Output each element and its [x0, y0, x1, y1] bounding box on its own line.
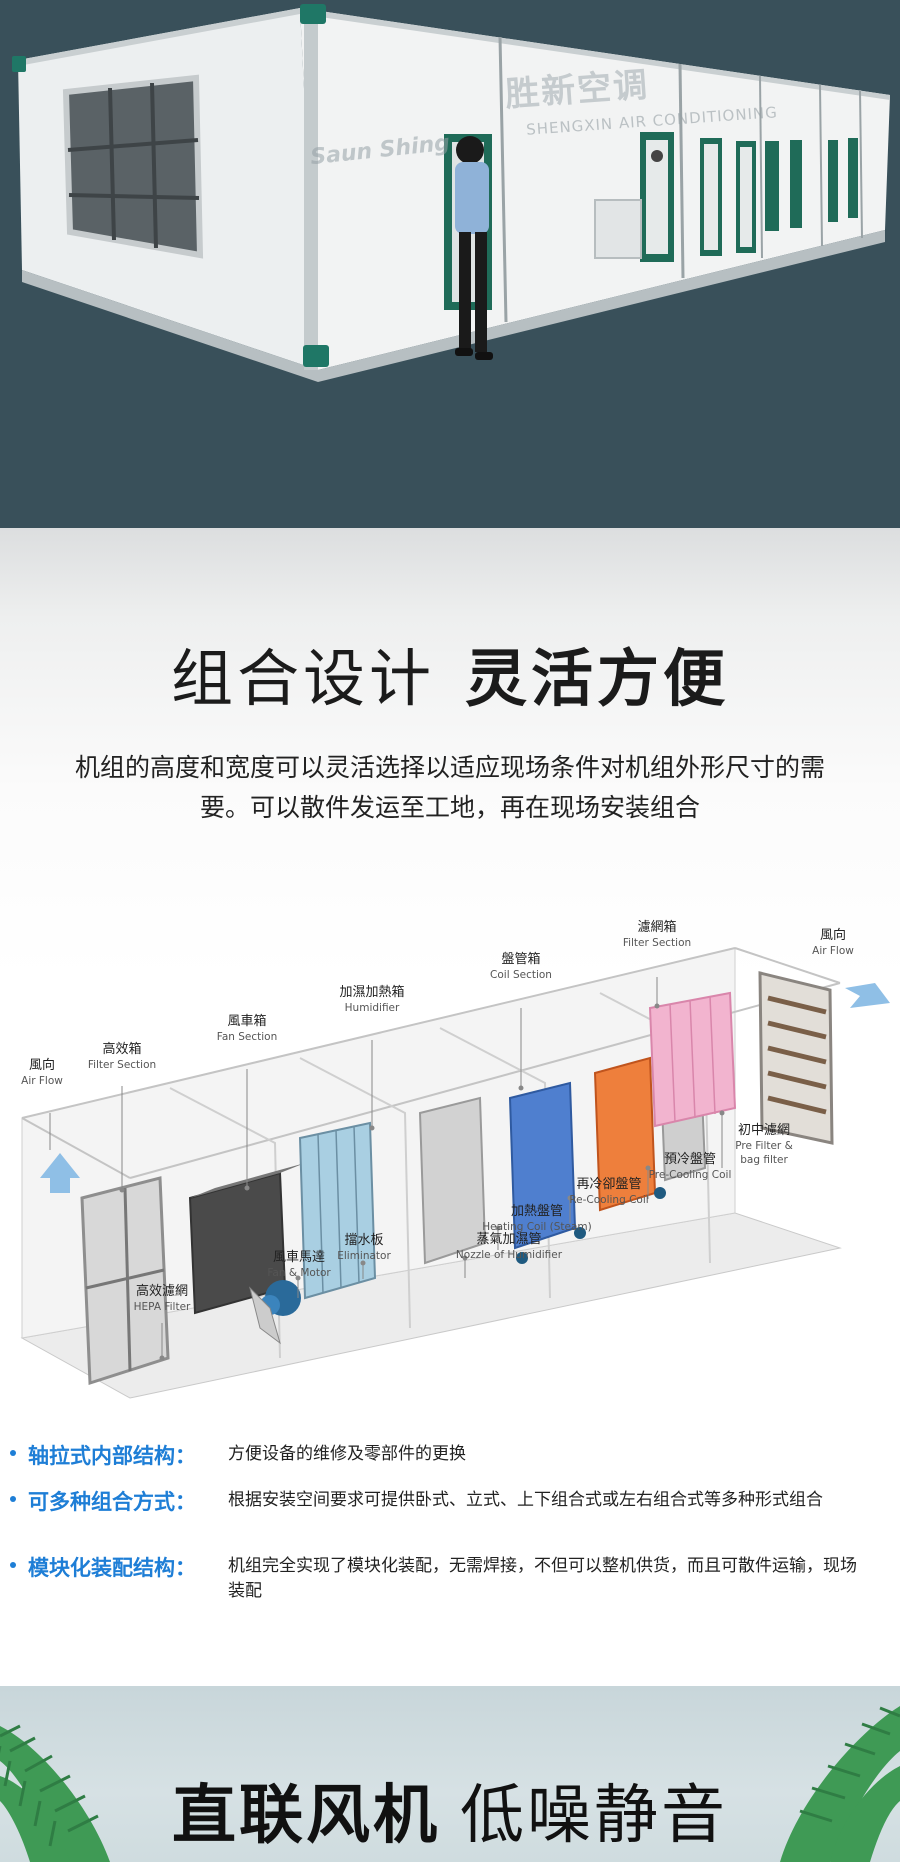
label-eliminator: 擋水板 Eliminator: [337, 1233, 391, 1262]
title-light: 组合设计: [170, 642, 435, 715]
banner-title-bold: 直联风机: [172, 1779, 440, 1853]
section-title: 组合设计灵活方便: [0, 628, 900, 718]
banner-title-light: 低噪静音: [460, 1779, 728, 1853]
title-bold: 灵活方便: [465, 642, 730, 715]
air-handling-unit-illustration: [12, 4, 890, 382]
label-airflow-in: 風向 Air Flow: [812, 928, 854, 957]
ahu-exploded-diagram: 風向 Air Flow 濾網箱 Filter Section 盤管箱 Coil …: [0, 888, 900, 1688]
intro-text: 机组的高度和宽度可以灵活选择以适应现场条件对机组外形尺寸的需要。可以散件发运至工…: [74, 753, 825, 822]
fan-banner: 直联风机低噪静音: [0, 1686, 900, 1862]
label-pre-filter: 初中濾網 Pre Filter & bag filter: [735, 1123, 793, 1166]
label-filter-section: 濾網箱 Filter Section: [622, 920, 692, 949]
bullet-icon: [10, 1450, 16, 1456]
feature-desc: 方便设备的维修及零部件的更换: [228, 1444, 466, 1464]
ahu-diagram-drawing: [20, 947, 890, 1399]
modular-design-section: 组合设计灵活方便 机组的高度和宽度可以灵活选择以适应现场条件对机组外形尺寸的需要…: [0, 528, 900, 1686]
watermark-chinese: 胜新空调: [504, 65, 651, 115]
label-fan-section: 風車箱 Fan Section: [216, 1014, 278, 1043]
label-humidifier: 加濕加熱箱 Humidifier: [339, 985, 405, 1014]
feature-desc: 机组完全实现了模块化装配，无需焊接，不但可以整机供货，而且可散件运输，现场装配: [228, 1556, 857, 1601]
feature-name: 轴拉式内部结构：: [28, 1444, 196, 1468]
label-airflow-out: 風向 Air Flow: [21, 1058, 63, 1087]
label-hepa-box: 高效箱 Filter Section: [87, 1042, 157, 1071]
palm-leaves-decoration: [0, 1706, 900, 1862]
banner-title: 直联风机低噪静音: [0, 1764, 900, 1856]
hero-product-photo: 胜新空调 SHENGXIN AIR CONDITIONING Saun Shin…: [0, 0, 900, 528]
feature-name: 模块化装配结构：: [28, 1556, 196, 1580]
label-heating-coil: 加熱盤管 Heating Coil (Steam): [482, 1204, 592, 1233]
feature-item-combination: 可多种组合方式： 根据安装空间要求可提供卧式、立式、上下组合式或左右组合式等多种…: [10, 1486, 870, 1540]
feature-desc: 根据安装空间要求可提供卧式、立式、上下组合式或左右组合式等多种形式组合: [228, 1490, 823, 1510]
label-coil-section: 盤管箱 Coil Section: [490, 952, 552, 981]
label-pre-cooling: 預冷盤管 Pre-Cooling Coil: [648, 1152, 732, 1181]
label-re-cooling: 再冷卻盤管 Re-Cooling Coil: [569, 1177, 649, 1206]
feature-name: 可多种组合方式：: [28, 1490, 196, 1514]
bullet-icon: [10, 1562, 16, 1568]
label-nozzle: 蒸氣加濕管 Nozzle of Humidifier: [455, 1232, 563, 1261]
feature-item-pullout: 轴拉式内部结构： 方便设备的维修及零部件的更换: [10, 1440, 870, 1470]
bullet-icon: [10, 1496, 16, 1502]
label-fan-motor: 風車馬達 Fan & Motor: [267, 1250, 331, 1279]
feature-item-modular: 模块化装配结构： 机组完全实现了模块化装配，无需焊接，不但可以整机供货，而且可散…: [10, 1552, 870, 1606]
label-hepa-filter: 高效濾網 HEPA Filter: [133, 1284, 191, 1313]
